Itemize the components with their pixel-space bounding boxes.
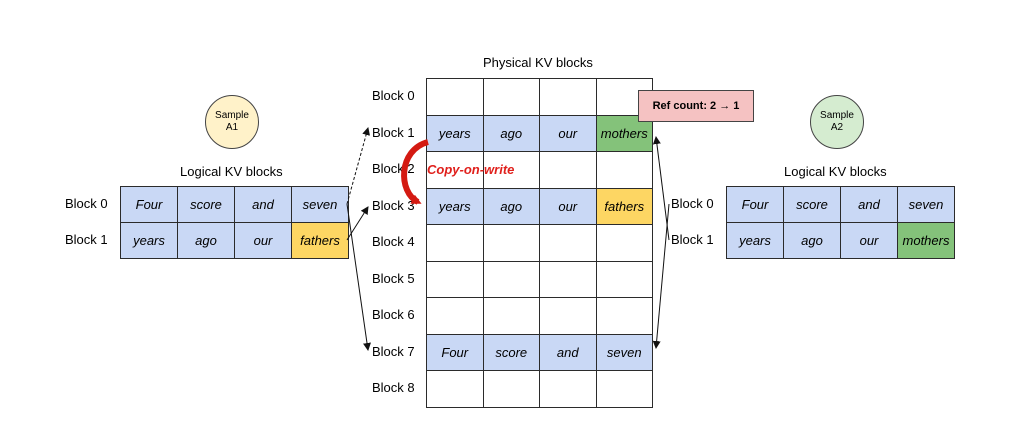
a2-row-label-0: Block 0 [671, 196, 714, 211]
physical-cell-8-2 [539, 370, 597, 408]
a1-block0-to-block7-arrow [346, 203, 371, 351]
physical-cell-8-0 [426, 370, 484, 408]
a1-cell-0-1: score [177, 186, 235, 223]
copy-on-write-label: Copy-on-write [427, 162, 515, 177]
physical-cell-6-1 [482, 297, 540, 335]
physical-cell-7-0: Four [426, 333, 484, 371]
physical-row-label-0: Block 0 [372, 88, 415, 104]
physical-cell-1-0: years [426, 114, 484, 152]
a1-cell-0-0: Four [120, 186, 178, 223]
sample-a2-node: Sample A2 [810, 95, 864, 149]
physical-row-label-3: Block 3 [372, 197, 415, 213]
a1-logical-blocks-title: Logical KV blocks [180, 164, 283, 179]
sample-a2-label-line2: A2 [830, 122, 844, 133]
copy-on-write-arrow [401, 139, 430, 205]
a1-row-label-0: Block 0 [65, 196, 108, 211]
physical-cell-3-1: ago [482, 187, 540, 225]
physical-cell-7-2: and [539, 333, 597, 371]
a2-block1-to-block1-arrow [652, 136, 670, 241]
physical-row-label-8: Block 8 [372, 380, 415, 396]
a2-cell-0-0: Four [726, 186, 784, 223]
a2-cell-1-3: mothers [897, 222, 955, 259]
a1-cell-0-3: seven [291, 186, 349, 223]
physical-cell-4-1 [482, 224, 540, 262]
physical-cell-7-3: seven [595, 333, 653, 371]
sample-a1-node: Sample A1 [205, 95, 259, 149]
a1-block1-to-block3-arrow [346, 206, 369, 241]
a2-logical-blocks-title: Logical KV blocks [784, 164, 887, 179]
a2-cell-1-0: years [726, 222, 784, 259]
physical-cell-2-2 [539, 151, 597, 189]
physical-row-label-1: Block 1 [372, 124, 415, 140]
physical-cell-4-3 [595, 224, 653, 262]
a1-block0-dashed-arrow [346, 127, 370, 205]
physical-row-label-5: Block 5 [372, 270, 415, 286]
ref-count-box: Ref count: 2 → 1 [638, 90, 754, 122]
a2-cell-0-2: and [840, 186, 898, 223]
a1-row-label-1: Block 1 [65, 232, 108, 247]
a1-cell-1-3: fathers [291, 222, 349, 259]
a2-row-label-1: Block 1 [671, 232, 714, 247]
physical-cell-5-0 [426, 260, 484, 298]
physical-cell-3-3: fathers [595, 187, 653, 225]
physical-row-label-6: Block 6 [372, 307, 415, 323]
a2-cell-1-1: ago [783, 222, 841, 259]
sample-a1-label-line2: A1 [225, 122, 239, 133]
a2-cell-1-2: our [840, 222, 898, 259]
physical-cell-1-1: ago [482, 114, 540, 152]
physical-row-label-7: Block 7 [372, 343, 415, 359]
physical-cell-8-3 [595, 370, 653, 408]
a1-cell-1-1: ago [177, 222, 235, 259]
sample-a1-label-line1: Sample [215, 110, 249, 121]
physical-row-label-4: Block 4 [372, 234, 415, 250]
sample-a2-label-line1: Sample [820, 110, 854, 121]
a1-cell-1-0: years [120, 222, 178, 259]
physical-cell-2-3 [595, 151, 653, 189]
physical-blocks-title: Physical KV blocks [483, 55, 593, 70]
physical-cell-2-1 [482, 151, 540, 189]
physical-cell-8-1 [482, 370, 540, 408]
a2-block0-to-block7-arrow [652, 203, 670, 349]
a1-cell-1-2: our [234, 222, 292, 259]
physical-cell-1-3: mothers [595, 114, 653, 152]
physical-cell-5-1 [482, 260, 540, 298]
physical-cell-1-2: our [539, 114, 597, 152]
